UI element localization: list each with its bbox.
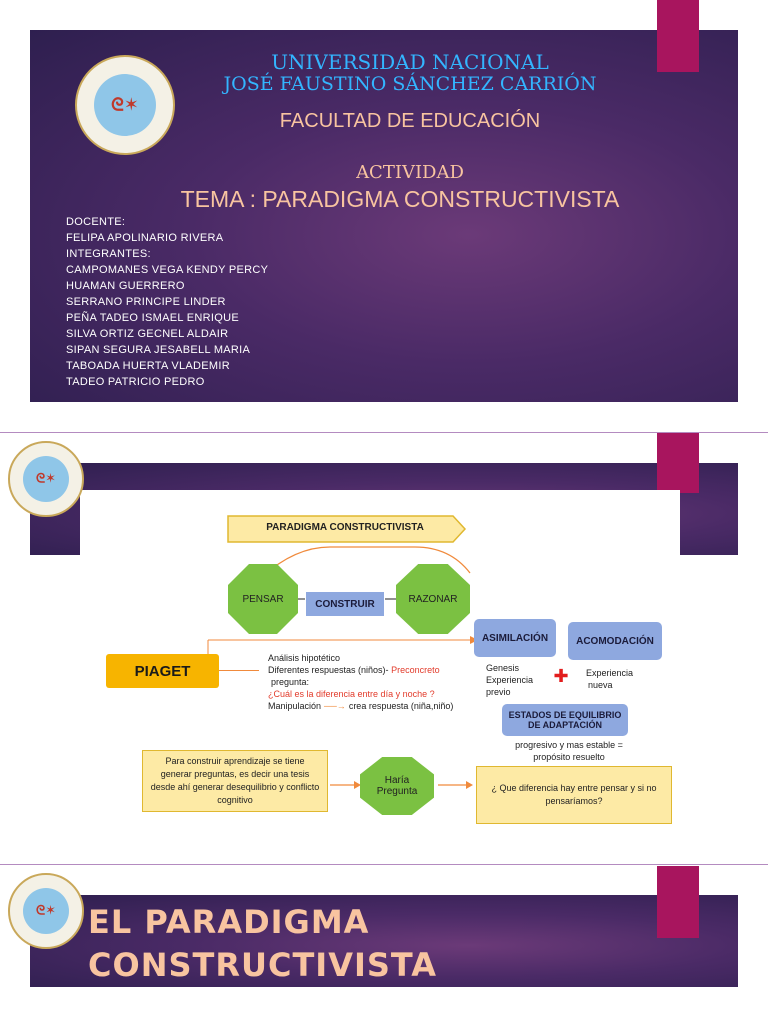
piaget-notes: Análisis hipotético Diferentes respuesta…: [268, 652, 488, 712]
slide-divider: [0, 432, 768, 433]
seal-emblem-icon: ᘓ✶: [35, 471, 57, 487]
banner-arrow: [227, 515, 467, 543]
pregunta-text: pregunta:: [271, 677, 310, 687]
flow-arrows: [330, 781, 473, 789]
university-seal-logo: ᘓ✶: [8, 441, 84, 517]
question-red-text: ¿Cuál es la diferencia entre día y noche…: [268, 689, 435, 699]
faculty-title: FACULTAD DE EDUCACIÓN: [279, 110, 541, 132]
asimilacion-box: ASIMILACIÓN: [474, 619, 556, 657]
exp-line: Experiencia: [586, 668, 634, 678]
members-list: DOCENTE: FELIPA APOLINARIO RIVERA INTEGR…: [66, 216, 466, 392]
list-item: TABOADA HUERTA VLADEMIR: [66, 360, 230, 372]
pensar-node: PENSAR: [228, 564, 298, 634]
que-diferencia-box: ¿ Que diferencia hay entre pensar y si n…: [476, 766, 672, 824]
university-name-line-1: UNIVERSIDAD NACIONAL: [271, 50, 549, 74]
diff-prefix: Diferentes respuestas (niños)-: [268, 665, 392, 675]
razonar-node: RAZONAR: [396, 564, 470, 634]
list-item: DOCENTE:: [66, 216, 126, 228]
list-item: SERRANO PRINCIPE LINDER: [66, 296, 226, 308]
list-item: SIPAN SEGURA JESABELL MARIA: [66, 344, 251, 356]
university-seal-logo: ᘓ✶: [75, 55, 175, 155]
crea-text: crea respuesta (niña,niño): [348, 701, 454, 711]
theme-title: TEMA : PARADIGMA CONSTRUCTIVISTA: [180, 186, 620, 212]
list-item: PEÑA TADEO ISMAEL ENRIQUE: [66, 312, 239, 324]
accent-tab: [657, 0, 699, 72]
genesis-line: Experiencia: [486, 675, 534, 685]
progresivo-text: progresivo y mas estable = propósito res…: [494, 739, 644, 763]
estados-box: ESTADOS DE EQUILIBRIO DE ADAPTACIÓN: [502, 704, 628, 736]
progresivo-line: progresivo y mas estable =: [515, 740, 623, 750]
progresivo-line: propósito resuelto: [533, 752, 605, 762]
diff-text: Diferentes respuestas (niños)- Preconcre…: [268, 664, 488, 676]
list-item: FELIPA APOLINARIO RIVERA: [66, 232, 224, 244]
diff-red: Preconcreto: [391, 665, 440, 675]
list-item: SILVA ORTIZ GECNEL ALDAIR: [66, 328, 229, 340]
list-item: HUAMAN GUERRERO: [66, 280, 185, 292]
bidirectional-arrow-icon: ✚: [553, 666, 569, 687]
seal-emblem-icon: ᘓ✶: [111, 94, 139, 116]
list-item: INTEGRANTES:: [66, 248, 151, 260]
university-seal-logo: ᘓ✶: [8, 873, 84, 949]
connector-lines: [207, 546, 478, 655]
piaget-connector: [219, 670, 259, 671]
experiencia-nueva-text: Experiencia nueva: [586, 667, 633, 691]
slide-3-title-line-2: CONSTRUCTIVISTA: [88, 946, 438, 984]
slide-3-title-line-1: EL PARADIGMA: [88, 903, 370, 941]
para-construir-box: Para construir aprendizaje se tiene gene…: [142, 750, 328, 812]
manipulation-row: Manipulación──→crea respuesta (niña,niño…: [268, 700, 488, 712]
haria-pregunta-node: Haría Pregunta: [360, 757, 434, 815]
university-name-line-2: JOSÉ FAUSTINO SÁNCHEZ CARRIÓN: [223, 73, 597, 95]
exp-line: nueva: [588, 680, 613, 690]
genesis-text: Genesis Experiencia previo: [486, 662, 533, 698]
slide-divider: [0, 864, 768, 865]
banner-title: PARADIGMA CONSTRUCTIVISTA: [266, 522, 424, 533]
accent-tab: [657, 866, 699, 938]
genesis-line: Genesis: [486, 663, 520, 673]
construir-node: CONSTRUIR: [306, 592, 384, 616]
activity-title: ACTIVIDAD: [356, 162, 464, 183]
list-item: TADEO PATRICIO PEDRO: [66, 376, 205, 388]
accent-tab: [657, 433, 699, 493]
list-item: CAMPOMANES VEGA KENDY PERCY: [66, 264, 269, 276]
slide-3: [30, 895, 738, 987]
genesis-line: previo: [486, 687, 511, 697]
analysis-text: Análisis hipotético: [268, 653, 341, 663]
piaget-box: PIAGET: [106, 654, 219, 688]
arrow-icon: ──→: [324, 701, 346, 711]
manip-text: Manipulación: [268, 701, 322, 711]
seal-emblem-icon: ᘓ✶: [35, 903, 57, 919]
acomodacion-box: ACOMODACIÓN: [568, 622, 662, 660]
